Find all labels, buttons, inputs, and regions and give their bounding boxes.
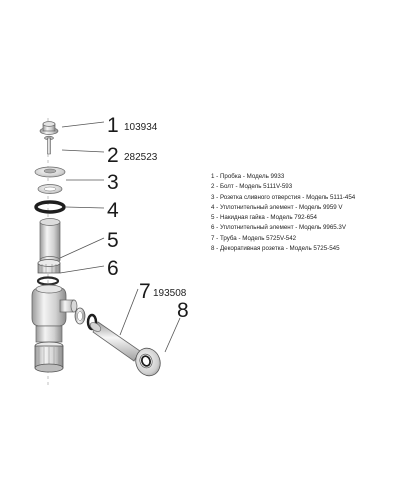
callout-code-2: 282523 (124, 152, 158, 163)
leader-line-2 (61, 149, 105, 153)
legend-item-7: 7 - Труба - Модель 5725V-542 (211, 234, 297, 242)
part-7-pipe (89, 321, 141, 362)
leader-line-1 (61, 121, 105, 128)
legend-item-1: 1 - Пробка - Модель 9933 (211, 173, 285, 180)
part-1-plug (39, 121, 59, 135)
legend-item-2: 2 - Болт - Модель 5111V-593 (211, 183, 293, 191)
callout-number-2: 2 (107, 144, 119, 167)
outlet-tube (39, 218, 61, 264)
side-nut (74, 307, 98, 331)
part-6-seal (36, 276, 60, 286)
callout-number-8: 8 (177, 299, 189, 322)
legend-item-5: 5 - Накидная гайка - Модель 792-654 (211, 214, 317, 222)
callout-number-3: 3 (107, 171, 119, 194)
callout-code-7: 193508 (153, 288, 187, 299)
leader-line-5 (59, 237, 105, 259)
callout-number-1: 1 (107, 114, 119, 137)
legend-item-8: 8 - Декоративная розетка - Модель 5725-5… (211, 245, 340, 253)
callout-number-4: 4 (107, 199, 119, 222)
leader-line-7 (119, 288, 139, 336)
callout-number-6: 6 (107, 257, 119, 280)
legend-item-4: 4 - Уплотнительный элемент - Модель 9959… (211, 203, 343, 211)
leader-line-4 (65, 206, 105, 209)
leader-line-6 (59, 265, 105, 274)
siphon-body (31, 284, 78, 343)
parts-legend: 1 - Пробка - Модель 9933 2 - Болт - Моде… (211, 172, 396, 254)
callout-number-5: 5 (107, 229, 119, 252)
legend-item-6: 6 - Уплотнительный элемент - Модель 9965… (211, 224, 347, 232)
leader-line-8 (164, 317, 181, 353)
part-3-rosette (34, 166, 66, 194)
part-8-decorative-rosette (135, 347, 161, 377)
part-5-union-nut (37, 259, 61, 274)
siphon-cup (34, 341, 64, 373)
callout-code-1: 103934 (124, 122, 158, 133)
legend-item-3: 3 - Розетка сливного отверстия - Модель … (211, 193, 356, 201)
part-2-bolt (44, 135, 54, 155)
callout-number-7: 7 (139, 280, 151, 303)
leader-lines (59, 121, 181, 353)
part-4-seal (34, 200, 66, 214)
